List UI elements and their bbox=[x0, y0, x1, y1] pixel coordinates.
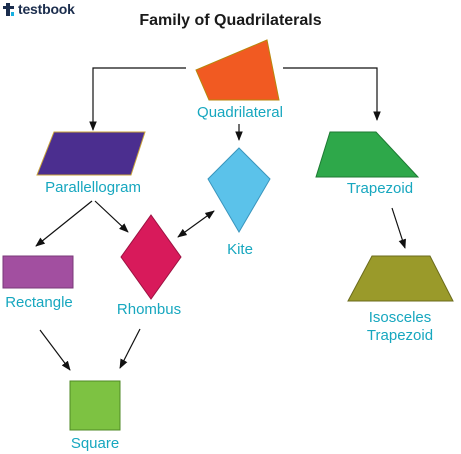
isosceles-trapezoid-label-line2: Trapezoid bbox=[366, 327, 434, 344]
arrow-to-rhombus bbox=[94, 200, 129, 233]
testbook-logo: testbook bbox=[3, 0, 75, 18]
testbook-logo-icon bbox=[3, 2, 15, 16]
kite-label: Kite bbox=[227, 241, 253, 258]
connector-to-trapezoid bbox=[283, 67, 381, 121]
trapezoid-label: Trapezoid bbox=[346, 180, 414, 197]
arrow-to-isosceles-trapezoid bbox=[391, 207, 406, 249]
arrow-rhombus-to-square bbox=[119, 328, 141, 369]
arrow-to-rectangle bbox=[35, 200, 93, 247]
quadrilateral-shape bbox=[195, 39, 280, 101]
parallelogram-label: Parallellogram bbox=[45, 179, 141, 196]
diagram-title: Family of Quadrilaterals bbox=[139, 12, 322, 29]
kite-shape bbox=[207, 147, 271, 233]
rhombus-label: Rhombus bbox=[116, 301, 182, 318]
square-label: Square bbox=[70, 435, 120, 452]
brand-name: testbook bbox=[18, 1, 75, 17]
rhombus-shape bbox=[120, 214, 182, 300]
isosceles-trapezoid-shape bbox=[347, 255, 454, 302]
trapezoid-shape bbox=[315, 131, 420, 178]
parallelogram-shape bbox=[36, 131, 146, 176]
arrow-rectangle-to-square bbox=[39, 329, 71, 371]
square-shape bbox=[69, 380, 121, 431]
quadrilateral-label: Quadrilateral bbox=[197, 104, 283, 121]
isosceles-trapezoid-label-line1: Isosceles bbox=[368, 309, 432, 326]
connector-to-parallelogram bbox=[89, 67, 186, 131]
rectangle-shape bbox=[2, 255, 74, 289]
rectangle-label: Rectangle bbox=[5, 294, 73, 311]
arrow-kite-rhombus bbox=[177, 210, 215, 238]
